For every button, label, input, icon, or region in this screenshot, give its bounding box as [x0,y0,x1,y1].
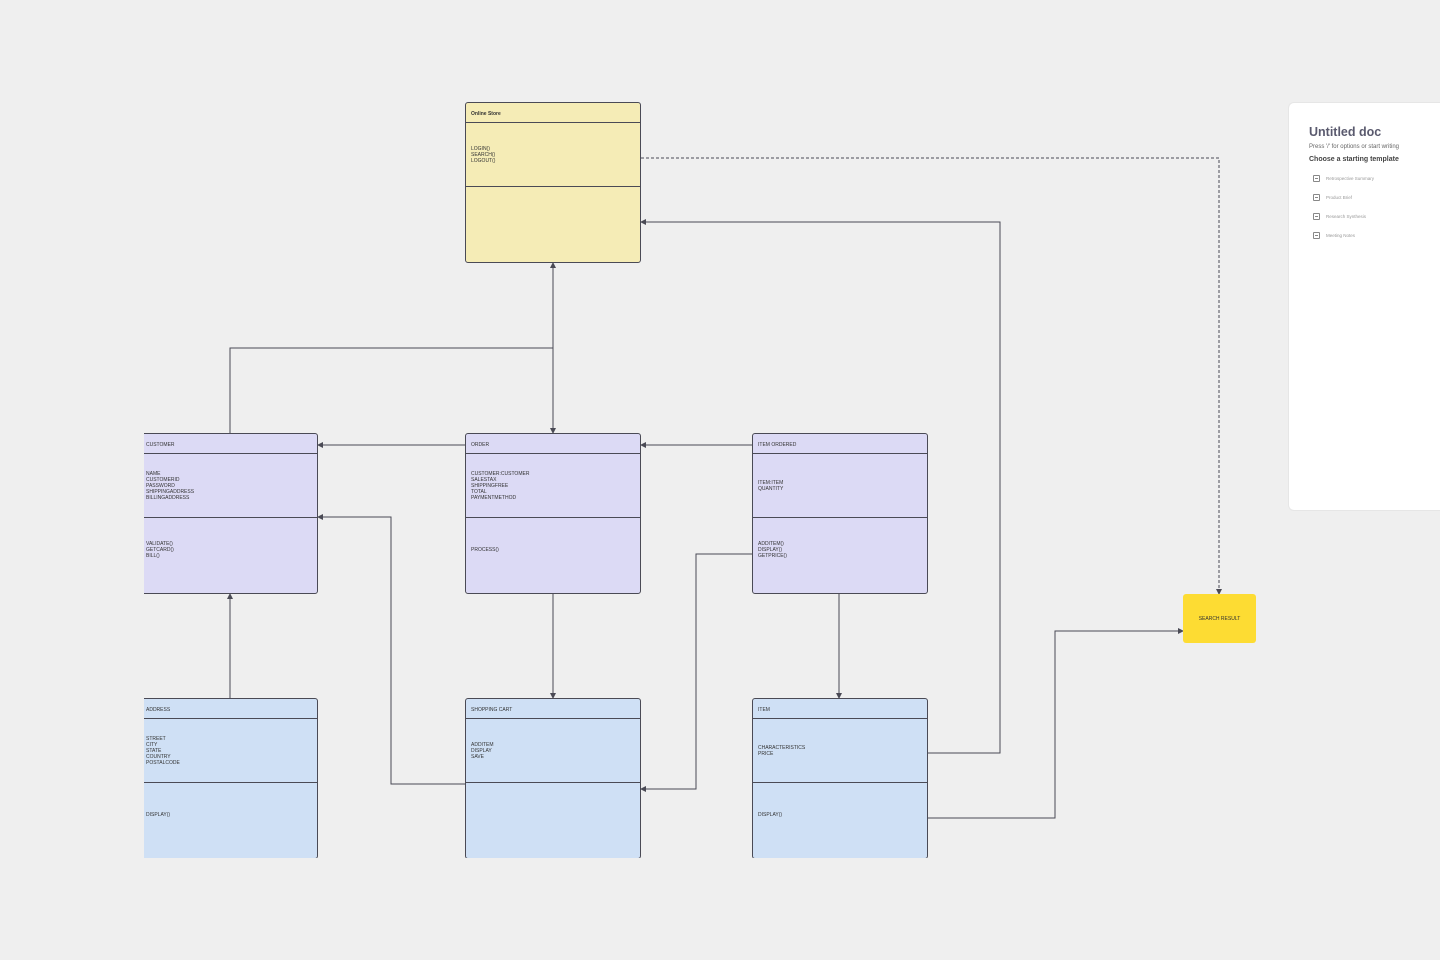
class-attributes: NAME CUSTOMERID PASSWORD SHIPPINGADDRESS… [144,454,317,518]
class-operations: DISPLAY() [758,812,783,818]
template-meeting-notes[interactable]: Meeting Notes [1309,232,1440,239]
connector-item-ordered-to-shopping-cart[interactable] [640,553,752,792]
connectors [227,157,1222,819]
class-attributes: CUSTOMER:CUSTOMER SALESTAX SHIPPINGFREE … [466,454,640,518]
class-attributes: STREET CITY STATE COUNTRY POSTALCODE [144,719,317,783]
class-title: SHOPPING CART [466,699,640,719]
template-label: Research Synthesis [1326,214,1367,219]
class-empty-section [466,187,640,263]
class-title: Online Store [466,103,640,123]
template-retrospective-summary[interactable]: Retrospective Summary [1309,175,1440,182]
search-result-label: SEARCH RESULT [1198,615,1241,622]
document-icon [1313,194,1320,201]
connector-shopping-cart-to-customer[interactable] [317,514,465,785]
class-attributes: ADDITEM DISPLAY SAVE [466,719,640,783]
connector-customer-to-online-store[interactable] [229,347,553,433]
class-title: ADDRESS [144,699,317,719]
class-title: CUSTOMER [144,434,317,454]
template-label: Meeting Notes [1326,233,1356,238]
class-title: ITEM ORDERED [753,434,927,454]
class-operations: ADDITEM() DISPLAY() GETPRICE() [758,541,787,559]
doc-panel: Untitled doc Press '/' for options or st… [1288,102,1440,511]
connector-online-store-to-search-result[interactable] [641,157,1222,595]
class-title: ITEM [753,699,927,719]
class-operations: PROCESS() [471,547,499,553]
class-operations: DISPLAY() [146,812,171,818]
class-operations: VALIDATE() GETCARD() BILL() [146,541,174,559]
connector-item-to-online-store[interactable] [640,219,1001,754]
document-icon [1313,232,1320,239]
connector-item-to-search-result[interactable] [927,628,1184,819]
template-product-brief[interactable]: Product Brief [1309,194,1440,201]
document-icon [1313,175,1320,182]
template-label: Product Brief [1326,195,1353,200]
choose-template-label: Choose a starting template [1309,156,1399,163]
class-attributes: ITEM:ITEM QUANTITY [753,454,927,518]
search-result-node[interactable]: SEARCH RESULT [1183,594,1256,643]
document-icon [1313,213,1320,220]
class-operations: LOGIN() SEARCH() LOGOUT() [466,123,640,187]
doc-title[interactable]: Untitled doc [1309,125,1382,139]
template-label: Retrospective Summary [1326,176,1375,181]
doc-hint[interactable]: Press '/' for options or start writing [1309,144,1399,150]
template-research-synthesis[interactable]: Research Synthesis [1309,213,1440,220]
class-title: ORDER [466,434,640,454]
class-attributes: CHARACTERISTICS PRICE [753,719,927,783]
class-operations [466,783,640,858]
